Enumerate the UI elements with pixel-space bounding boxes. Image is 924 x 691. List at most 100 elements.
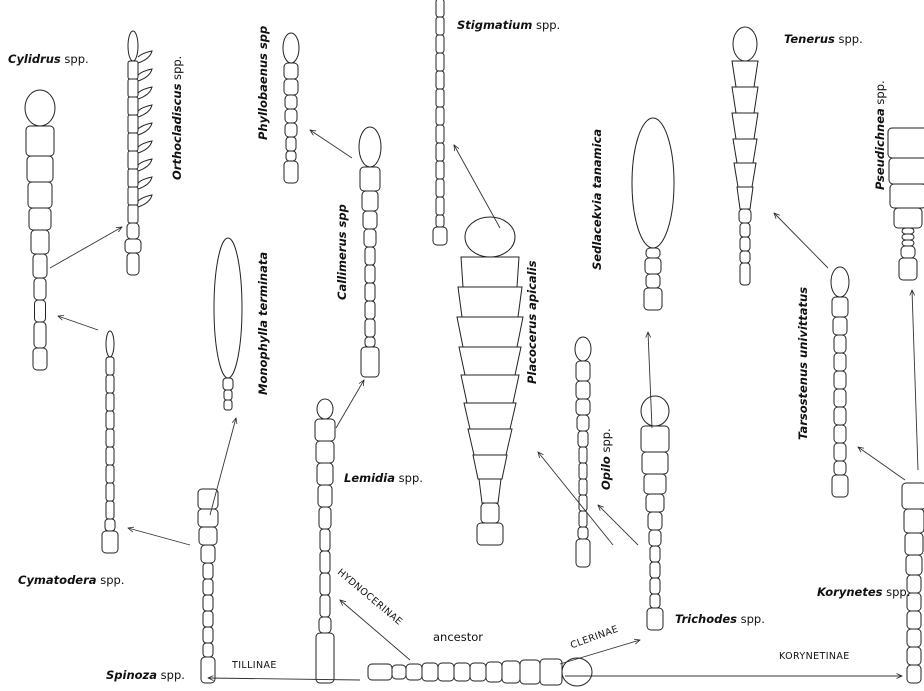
antenna-monophylla-seg (224, 390, 232, 400)
antenna-tarsostenus-seg (831, 267, 849, 297)
antenna-phyllobaenus-seg (284, 79, 298, 95)
antenna-ancestor-seg (422, 663, 438, 681)
antenna-stigmatium-seg (436, 71, 444, 89)
antenna-pseudichnea (888, 128, 924, 280)
antenna-placocerus-seg (457, 317, 523, 347)
label-korynetes: Korynetes spp. (817, 585, 910, 599)
antenna-cylidrus-seg (33, 348, 47, 370)
antenna-stigmatium-seg (436, 107, 444, 125)
antenna-monophylla-seg (223, 378, 233, 390)
antenna-orthocladiscus-lobe (138, 177, 152, 189)
antenna-tenerus-seg (732, 87, 758, 113)
arrow-root-to-spinoza (208, 678, 360, 680)
antenna-spinoza-seg (198, 509, 218, 527)
antenna-tenerus-seg (740, 251, 750, 263)
antenna-stigmatium-seg (436, 17, 444, 35)
antenna-trichodes-seg (648, 512, 662, 530)
antenna-trichodes-seg (646, 494, 664, 512)
antenna-korynetes (902, 483, 924, 683)
antenna-cymatodera-seg (106, 331, 114, 357)
antenna-cymatodera-seg (102, 531, 118, 553)
arrow-spinoza-to-cymatodera (128, 528, 190, 545)
antenna-placocerus-seg (473, 455, 507, 479)
antenna-monophylla-seg (214, 238, 242, 378)
label-cymatodera: Cymatodera spp. (18, 573, 124, 587)
antenna-phyllobaenus-seg (286, 137, 296, 151)
antenna-lemidia-seg (316, 441, 334, 463)
antenna-callimerus-seg (365, 247, 375, 265)
arrow-spinoza-to-monophylla (210, 418, 236, 515)
antenna-tarsostenus-seg (834, 443, 846, 461)
antenna-phyllobaenus-seg (286, 151, 296, 161)
antenna-tenerus-seg (740, 237, 750, 251)
arrow-cylidrus-to-orthocladiscus (50, 227, 122, 268)
antenna-trichodes-seg (650, 562, 660, 578)
antenna-stigmatium-seg (436, 89, 444, 107)
antenna-stigmatium-seg (436, 215, 444, 227)
antenna-orthocladiscus-seg (128, 115, 138, 133)
antenna-korynetes-seg (907, 647, 921, 665)
antenna-opilo-seg (577, 415, 589, 431)
antenna-opilo-seg (579, 479, 587, 495)
antenna-opilo-seg (576, 361, 590, 381)
arrow-lemidia-to-callimerus (336, 380, 364, 428)
antenna-tarsostenus-seg (834, 371, 846, 389)
label-placocerus: Placocerus apicalis (525, 261, 539, 384)
antenna-trichodes-seg (642, 452, 668, 474)
antenna-cymatodera-seg (106, 357, 114, 375)
antenna-cylidrus-seg (34, 322, 46, 348)
antenna-placocerus-seg (459, 347, 521, 375)
antenna-lemidia-seg (317, 399, 333, 419)
antenna-trichodes-seg (641, 396, 669, 426)
antenna-placocerus-seg (468, 429, 512, 455)
antenna-placocerus-seg (477, 523, 503, 545)
antenna-phyllobaenus (283, 33, 299, 183)
antenna-tarsostenus-seg (834, 407, 846, 425)
antenna-orthocladiscus-seg (128, 187, 138, 205)
arrow-korynetes-to-pseudichnea (912, 290, 918, 470)
antenna-lemidia-seg (317, 463, 333, 485)
antenna-lemidia-seg (316, 633, 334, 683)
arrow-trichodes-to-sedlacekvia (648, 332, 652, 428)
antenna-orthocladiscus-seg (128, 79, 138, 97)
antenna-placocerus-seg (461, 375, 519, 403)
antenna-lemidia (315, 399, 335, 683)
antenna-spinoza-seg (201, 545, 215, 563)
antenna-ancestor-seg (540, 659, 562, 685)
antenna-tenerus-seg (732, 61, 758, 87)
antenna-trichodes-seg (649, 530, 661, 546)
antenna-stigmatium-seg (436, 125, 444, 143)
antenna-ancestor-seg (520, 660, 540, 684)
antenna-lemidia-seg (320, 551, 330, 573)
antenna-callimerus-seg (359, 127, 381, 167)
antenna-pseudichnea-seg (902, 240, 914, 246)
antenna-sedlacekvia-seg (644, 288, 662, 310)
antenna-cymatodera-seg (106, 393, 114, 411)
antenna-cylidrus-seg (35, 300, 46, 322)
antenna-trichodes (641, 396, 669, 630)
label-stigmatium: Stigmatium spp. (457, 18, 560, 32)
root-label: ancestor (433, 630, 483, 644)
antenna-orthocladiscus-lobe (138, 141, 152, 153)
antenna-callimerus-seg (365, 265, 375, 283)
arrow-korynetes-to-tarsostenus (858, 447, 905, 480)
antenna-spinoza-seg (199, 527, 217, 545)
antenna-ancestor (368, 658, 592, 686)
label-lemidia: Lemidia spp. (344, 471, 423, 485)
antenna-pseudichnea-seg (902, 228, 914, 234)
antenna-tarsostenus-seg (834, 353, 846, 371)
label-tenerus: Tenerus spp. (784, 32, 863, 46)
antenna-tenerus-seg (734, 163, 756, 187)
antenna-stigmatium-seg (436, 197, 444, 215)
label-orthocladiscus: Orthocladiscus spp. (170, 56, 184, 180)
antenna-phyllobaenus-seg (285, 123, 297, 137)
label-tarsostenus: Tarsostenus univittatus (796, 287, 810, 440)
antenna-lemidia-seg (318, 485, 332, 507)
antenna-callimerus (359, 127, 381, 377)
antenna-stigmatium (433, 0, 447, 245)
label-sedlacekvia: Sedlacekvia tanamica (590, 129, 604, 270)
antenna-ancestor-seg (438, 663, 454, 681)
antenna-lemidia-seg (320, 573, 330, 595)
antenna-pseudichnea-seg (902, 234, 914, 240)
